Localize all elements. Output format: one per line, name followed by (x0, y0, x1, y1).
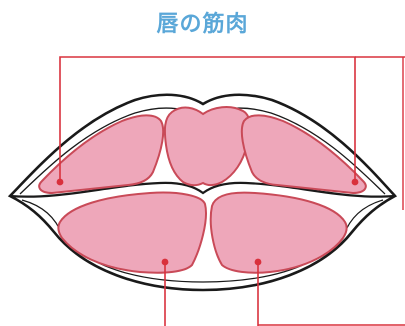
muscle-lower-left (57, 191, 207, 274)
leader-dot-upper-left (56, 178, 64, 186)
mouth-line (9, 181, 396, 198)
leader-dot-lower-right (254, 258, 262, 266)
leader-dot-lower-left (161, 258, 169, 266)
muscle-lower-right (209, 191, 348, 274)
muscle-upper-right (240, 114, 367, 195)
leader-line-upper (59, 56, 356, 182)
leader-dot-upper-right (351, 178, 359, 186)
page-title: 唇の筋肉 (156, 12, 249, 37)
muscle-upper-center (163, 106, 251, 187)
muscle-upper-left (38, 114, 165, 195)
